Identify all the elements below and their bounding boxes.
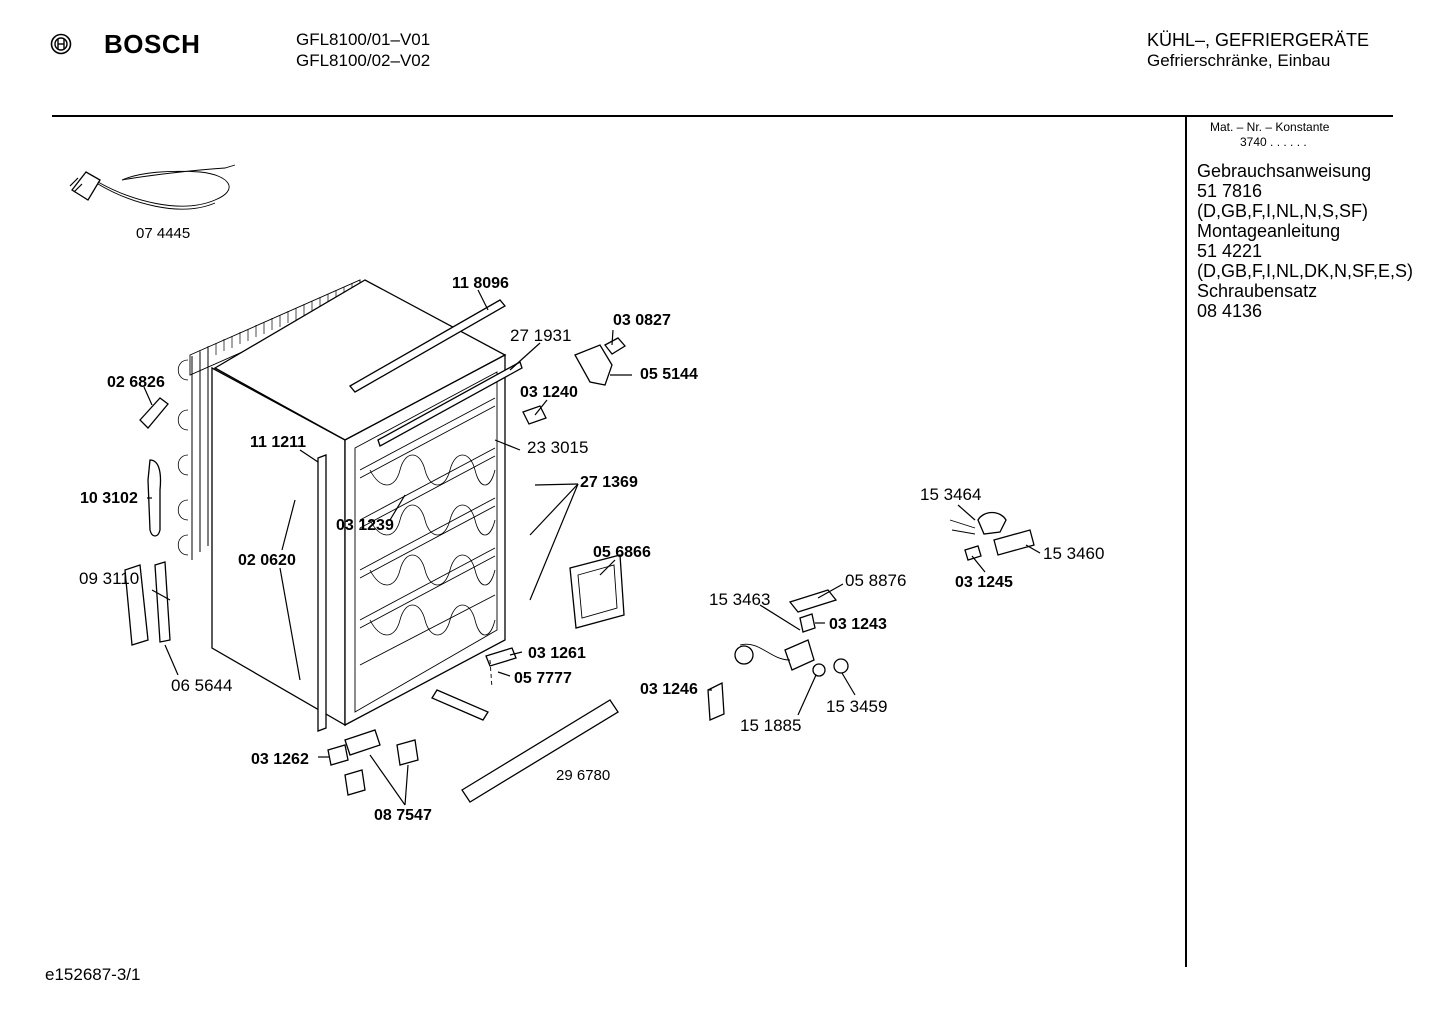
strip-drawing <box>377 361 523 447</box>
sidebar-line: 51 7816 <box>1197 181 1263 201</box>
part-label: 03 1243 <box>829 616 887 633</box>
sidebar-line: (D,GB,F,I,NL,N,S,SF) <box>1197 201 1369 221</box>
part-label: 23 3015 <box>527 438 588 457</box>
part-label: 15 3459 <box>826 697 887 716</box>
sidebar-line: (D,GB,F,I,NL,DK,N,SF,E,S) <box>1197 261 1414 281</box>
sidebar-line: Gebrauchsanweisung <box>1197 161 1372 181</box>
part-label: 11 1211 <box>250 434 306 451</box>
part-label: 08 7547 <box>374 807 432 824</box>
part-label: 02 6826 <box>107 374 165 391</box>
exploded-parts-diagram: 07 4445 11 8096 27 1931 03 0827 05 5144 … <box>69 164 1104 824</box>
part-label: 15 1885 <box>740 716 801 735</box>
category-title: KÜHL–, GEFRIERGERÄTE <box>1147 30 1370 50</box>
document-code: e152687-3/1 <box>45 965 141 984</box>
part-label: 05 6866 <box>593 544 651 561</box>
part-label: 29 6780 <box>556 767 610 784</box>
part-label: 05 5144 <box>640 366 698 383</box>
part-label: 03 1239 <box>336 517 394 534</box>
small-parts-drawing <box>124 337 1035 803</box>
part-label: 06 5644 <box>171 676 232 695</box>
part-label: 03 0827 <box>613 312 671 329</box>
bosch-logo-icon <box>50 33 72 55</box>
brand-name: BOSCH <box>104 29 201 59</box>
part-label: 05 7777 <box>514 670 572 687</box>
part-label: 10 3102 <box>80 490 138 507</box>
model-number-1: GFL8100/01–V01 <box>296 30 431 49</box>
top-rail-drawing <box>349 299 506 393</box>
part-label: 27 1931 <box>510 326 571 345</box>
category-subtitle: Gefrierschränke, Einbau <box>1147 51 1331 70</box>
part-label: 15 3463 <box>709 590 770 609</box>
part-label: 11 8096 <box>452 275 509 292</box>
mat-value: 3740 . . . . . . <box>1240 135 1307 149</box>
part-label: 27 1369 <box>580 474 638 491</box>
sidebar-divider <box>1185 117 1187 967</box>
part-label: 02 0620 <box>238 552 296 569</box>
sidebar-line: Montageanleitung <box>1197 221 1341 241</box>
sidebar-line: 51 4221 <box>1197 241 1263 261</box>
power-cable-drawing <box>69 164 236 210</box>
part-label: 03 1246 <box>640 681 698 698</box>
header-divider <box>52 115 1393 117</box>
part-label: 15 3460 <box>1043 544 1104 563</box>
leader-lines <box>143 289 1041 806</box>
part-label: 03 1240 <box>520 384 578 401</box>
part-label: 03 1261 <box>528 645 586 662</box>
part-label: 03 1245 <box>955 574 1013 591</box>
sidebar-line: 08 4136 <box>1197 301 1263 321</box>
part-label: 15 3464 <box>920 485 981 504</box>
part-label: 07 4445 <box>136 225 190 242</box>
sidebar-line: Schraubensatz <box>1197 281 1318 301</box>
part-label: 09 3110 <box>79 569 139 588</box>
part-label: 05 8876 <box>845 571 906 590</box>
model-number-2: GFL8100/02–V02 <box>296 51 431 70</box>
cabinet-body-drawing <box>211 279 507 732</box>
part-label: 03 1262 <box>251 751 309 768</box>
mat-label: Mat. – Nr. – Konstante <box>1210 120 1330 134</box>
